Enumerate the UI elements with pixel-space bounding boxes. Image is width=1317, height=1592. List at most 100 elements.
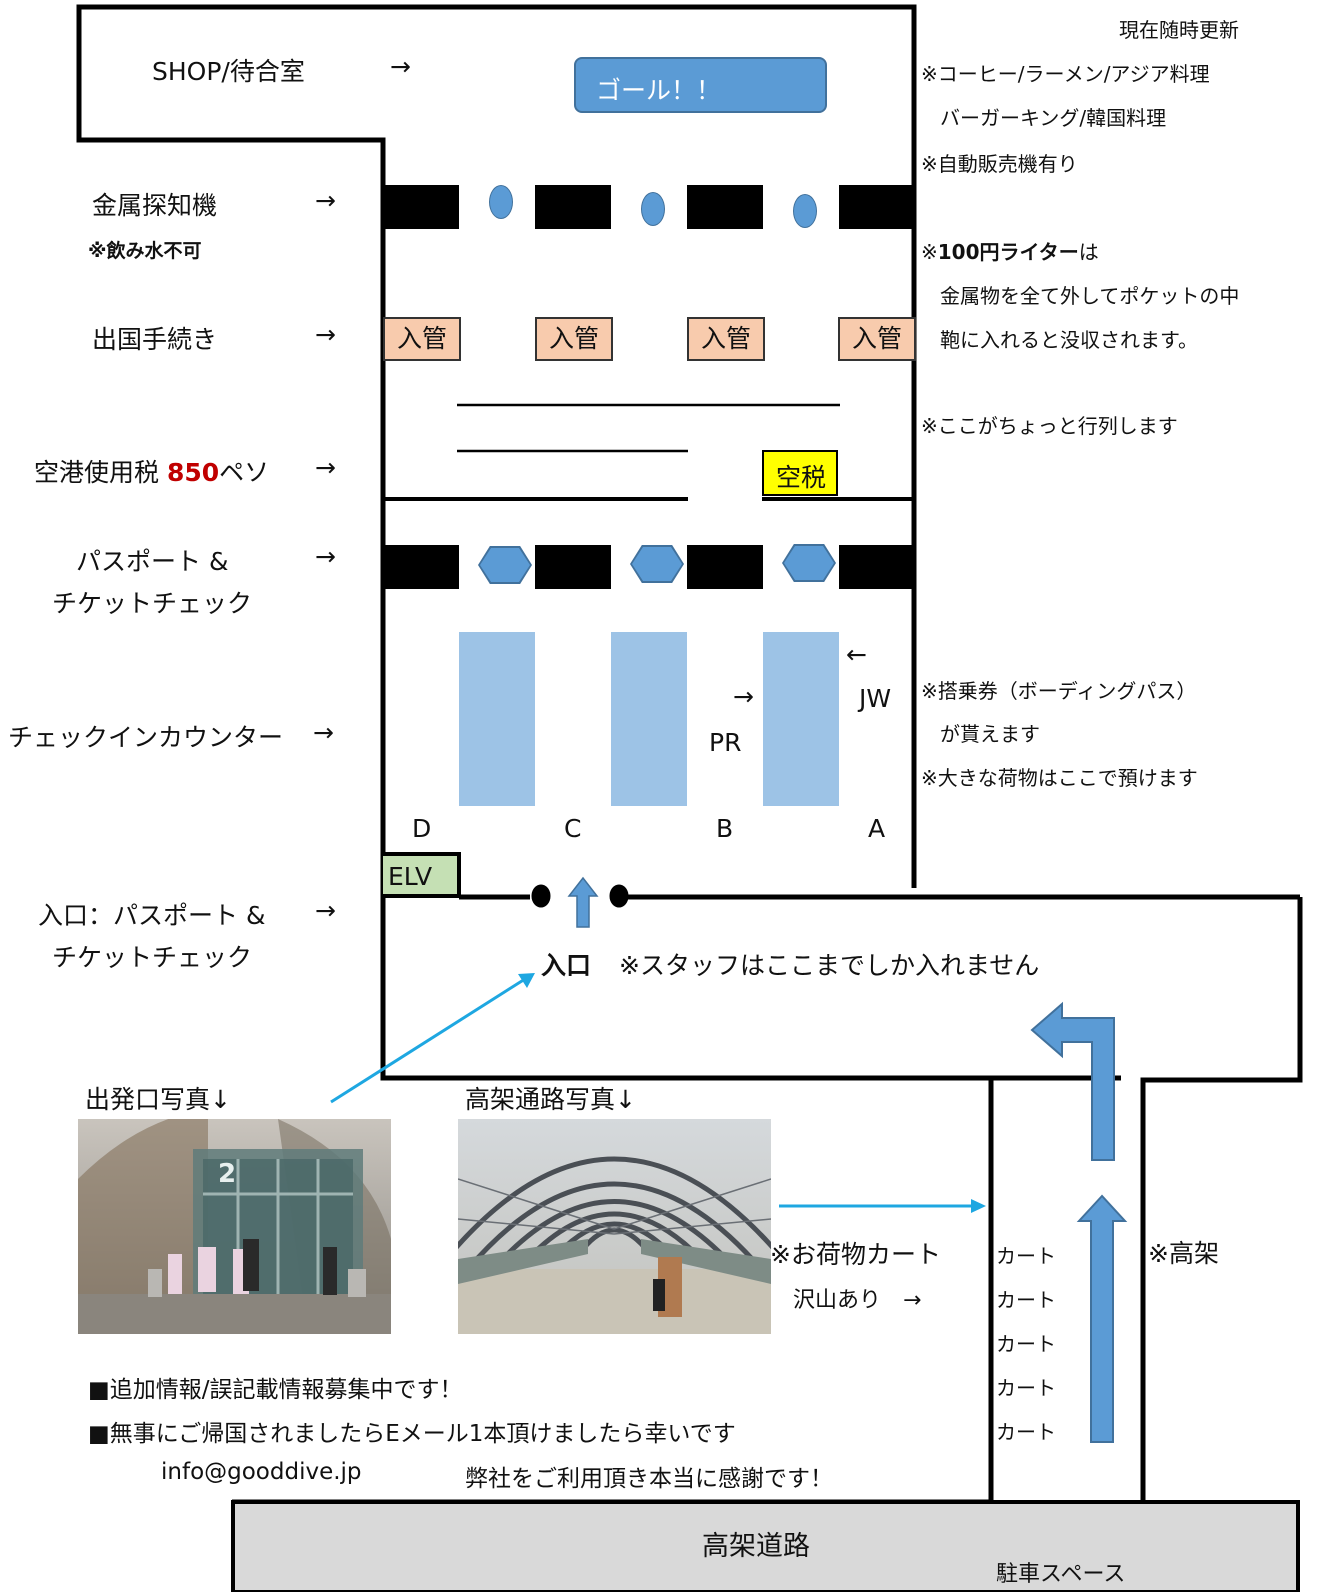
goal-box: ゴール！！ bbox=[574, 57, 827, 113]
jw-arrow: ← bbox=[846, 640, 867, 669]
passport-check-arrow: → bbox=[315, 542, 336, 571]
wall-segment bbox=[535, 545, 611, 589]
footer-thanks: 弊社をご利用頂き本当に感謝です！ bbox=[465, 1466, 833, 1492]
lighter-bold: 100円ライター bbox=[937, 240, 1079, 264]
queue-note: ※ここがちょっと行列します bbox=[921, 414, 1178, 438]
goal-label: ゴール！！ bbox=[596, 76, 722, 105]
footer-line-2: ■無事にご帰国されましたらEメール1本頂けましたら幸いです bbox=[88, 1421, 736, 1447]
checkin-counter-label: チェックインカウンター bbox=[8, 723, 284, 752]
cart-note-1: ※お荷物カート bbox=[770, 1240, 941, 1269]
cart-label: カート bbox=[996, 1376, 1056, 1400]
counter-label-a: A bbox=[868, 814, 886, 843]
airport-tax-arrow: → bbox=[315, 453, 336, 482]
cart-label: カート bbox=[996, 1420, 1056, 1444]
entrance-post-right bbox=[609, 884, 629, 908]
airport-tax-suffix: ペソ bbox=[219, 458, 270, 487]
counter-label-c: C bbox=[564, 814, 582, 843]
vending-note: ※自動販売機有り bbox=[921, 152, 1078, 176]
turn-arrow bbox=[1030, 1001, 1115, 1161]
airline-jw: JW bbox=[859, 684, 892, 713]
counter-label-b: B bbox=[716, 814, 734, 843]
pr-arrow: → bbox=[733, 682, 754, 711]
airport-tax-booth: 空税 bbox=[762, 450, 838, 496]
wall-segment bbox=[687, 185, 763, 229]
elevator-label: ELV bbox=[388, 862, 433, 891]
lighter-note-1: ※100円ライターは bbox=[921, 236, 1099, 265]
gate-number: 2 bbox=[218, 1159, 237, 1189]
airline-pr: PR bbox=[709, 728, 742, 757]
metal-detector-label: 金属探知機 bbox=[92, 191, 218, 220]
wall-segment bbox=[535, 185, 611, 229]
metal-detector-gate bbox=[793, 194, 817, 228]
wall-segment bbox=[839, 545, 914, 589]
wall-segment bbox=[687, 545, 763, 589]
boarding-note-1: ※搭乗券（ボーディングパス） bbox=[921, 679, 1197, 703]
lighter-note-2: 金属物を全て外してポケットの中 bbox=[940, 284, 1240, 308]
counter-label-d: D bbox=[412, 814, 432, 843]
entrance-hall-wall bbox=[380, 888, 1121, 1081]
metal-detector-arrow: → bbox=[315, 186, 336, 215]
entrance-staff-note: ※スタッフはここまでしか入れません bbox=[619, 951, 1040, 980]
cart-label: カート bbox=[996, 1332, 1056, 1356]
wall-segment bbox=[383, 545, 459, 589]
entrance-bold: 入口 bbox=[541, 951, 592, 980]
immigration-booth: 入管 bbox=[838, 317, 916, 361]
checkin-counter bbox=[763, 632, 839, 806]
entrance-check-line1: 入口：パスポート & bbox=[38, 901, 266, 930]
terminal-wall bbox=[76, 4, 917, 888]
parking-label: 駐車スペース bbox=[996, 1562, 1126, 1587]
walkway-photo-image bbox=[458, 1119, 771, 1334]
checkin-counter-arrow: → bbox=[313, 718, 334, 747]
walkway-photo bbox=[458, 1119, 771, 1334]
cart-pointer-head bbox=[971, 1199, 986, 1213]
airport-tax-prefix: 空港使用税 bbox=[34, 458, 167, 487]
cart-label: カート bbox=[996, 1288, 1056, 1312]
update-note: 現在随時更新 bbox=[1119, 18, 1239, 42]
passport-check-booth-fill bbox=[632, 547, 682, 581]
immigration-booth: 入管 bbox=[535, 317, 613, 361]
wall-segment bbox=[839, 185, 914, 229]
entrance-hall-right bbox=[1140, 897, 1303, 1502]
passport-check-booth-fill bbox=[784, 546, 834, 580]
food-note-1: ※コーヒー/ラーメン/アジア料理 bbox=[921, 62, 1210, 86]
lighter-prefix: ※ bbox=[921, 240, 938, 264]
departure-photo: 2 bbox=[78, 1119, 391, 1334]
cart-note-2: 沢山あり → bbox=[793, 1288, 922, 1313]
passport-check-booth-fill bbox=[480, 548, 530, 582]
elevated-note: ※高架 bbox=[1148, 1239, 1219, 1268]
luggage-note: ※大きな荷物はここで預けます bbox=[921, 766, 1198, 790]
departure-photo-image bbox=[78, 1119, 391, 1334]
photo-pointer-head bbox=[518, 973, 535, 988]
entrance-check-arrow: → bbox=[315, 896, 336, 925]
elevated-road bbox=[231, 1500, 1300, 1592]
metal-detector-gate bbox=[489, 185, 513, 219]
lighter-note-3: 鞄に入れると没収されます。 bbox=[940, 328, 1198, 352]
departure-photo-caption: 出発口写真↓ bbox=[85, 1085, 231, 1114]
entrance-post-left bbox=[531, 884, 551, 908]
immigration-booth: 入管 bbox=[383, 317, 461, 361]
photo-pointer-line bbox=[330, 977, 526, 1104]
entrance-label: 入口 bbox=[541, 946, 591, 982]
metal-detector-gate bbox=[641, 192, 665, 226]
airport-tax-amount: 850 bbox=[166, 458, 220, 487]
road-label: 高架道路 bbox=[702, 1531, 810, 1562]
passport-check-line1: パスポート & bbox=[76, 547, 229, 576]
food-note-2: バーガーキング/韓国料理 bbox=[940, 106, 1167, 130]
footer-line-1: ■追加情報/誤記載情報募集中です！ bbox=[88, 1377, 463, 1403]
walkway-photo-caption: 高架通路写真↓ bbox=[465, 1085, 636, 1114]
boarding-note-2: が貰えます bbox=[940, 722, 1040, 746]
lighter-suffix: は bbox=[1078, 240, 1099, 264]
up-arrow-long bbox=[1076, 1194, 1128, 1443]
departure-procedure-arrow: → bbox=[315, 320, 336, 349]
checkin-counter bbox=[459, 632, 535, 806]
shop-label: SHOP/待合室 bbox=[152, 57, 305, 86]
footer-email[interactable]: info@gooddive.jp bbox=[161, 1459, 362, 1485]
cart-label: カート bbox=[996, 1244, 1056, 1268]
no-water-note: ※飲み水不可 bbox=[88, 240, 202, 262]
passport-check-line2: チケットチェック bbox=[52, 589, 253, 618]
shop-arrow: → bbox=[390, 52, 411, 81]
checkin-counter bbox=[611, 632, 687, 806]
immigration-booth: 入管 bbox=[687, 317, 765, 361]
airport-tax-booth-label: 空税 bbox=[776, 463, 827, 492]
